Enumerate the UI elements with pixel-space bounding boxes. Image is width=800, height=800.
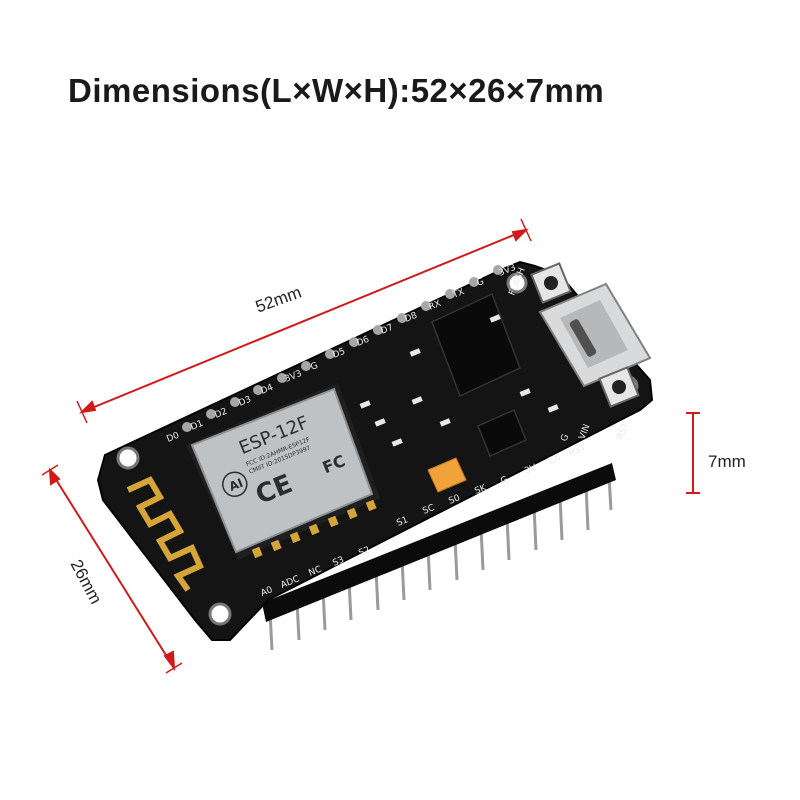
flash-button[interactable] (530, 262, 572, 304)
pin-label: S3 (331, 555, 345, 569)
pin-label: D5 (331, 347, 346, 361)
pin-label: G (309, 361, 319, 373)
pin-label: RX (427, 299, 442, 313)
height-label: 7mm (708, 452, 746, 471)
tantalum-capacitor (427, 457, 467, 493)
pin-label: D0 (165, 431, 181, 445)
length-dimension-line (76, 218, 532, 424)
top-header-pins (182, 265, 503, 432)
pin-label: A0 (259, 585, 274, 599)
bottom-pin-labels: A0 ADC NC S3 S2 S1 SC S0 SK G 3V EN RST … (259, 423, 592, 599)
ai-logo-icon (222, 471, 248, 497)
pin-label: G (560, 433, 572, 443)
pin-label: SK (473, 483, 489, 497)
pin-label: S1 (395, 515, 409, 529)
pcb-antenna (126, 476, 204, 592)
smd-components (359, 314, 559, 447)
height-dimension-line (686, 412, 700, 494)
pin-label: NC (307, 565, 323, 579)
dimensions-title: Dimensions(L×W×H):52×26×7mm (68, 72, 605, 109)
reset-button[interactable] (598, 366, 640, 408)
pin-label: D8 (403, 311, 419, 325)
usb-c-connector[interactable] (538, 282, 652, 388)
esp12f-module: AI ESP-12F FCC ID:2AHMR-ESP12F CMIIT ID:… (186, 383, 380, 560)
pin-label: D3 (237, 395, 252, 409)
pin-label: D4 (259, 383, 275, 397)
module-brand: AI (227, 476, 245, 494)
pin-label: D6 (355, 335, 371, 349)
pin-label: 3V (523, 463, 539, 477)
voltage-regulator (477, 408, 527, 458)
header-strip-bottom (262, 463, 616, 622)
pin-label: S2 (357, 545, 371, 559)
rst-label: RST (616, 421, 632, 441)
pin-label: D1 (189, 419, 204, 433)
pin-label: G (475, 277, 485, 289)
pin-label: SC (421, 503, 436, 517)
pin-label: EN (547, 453, 562, 467)
pin-label: S0 (447, 493, 462, 507)
pin-label: G (499, 475, 509, 487)
pin-label: TX (450, 287, 465, 301)
pin-label: D2 (213, 407, 228, 421)
pin-label: D7 (379, 323, 394, 337)
top-pin-labels: D0 D1 D2 D3 D4 3V3 G D5 D6 D7 D8 RX TX G… (165, 263, 517, 445)
width-dimension-line (41, 464, 183, 674)
